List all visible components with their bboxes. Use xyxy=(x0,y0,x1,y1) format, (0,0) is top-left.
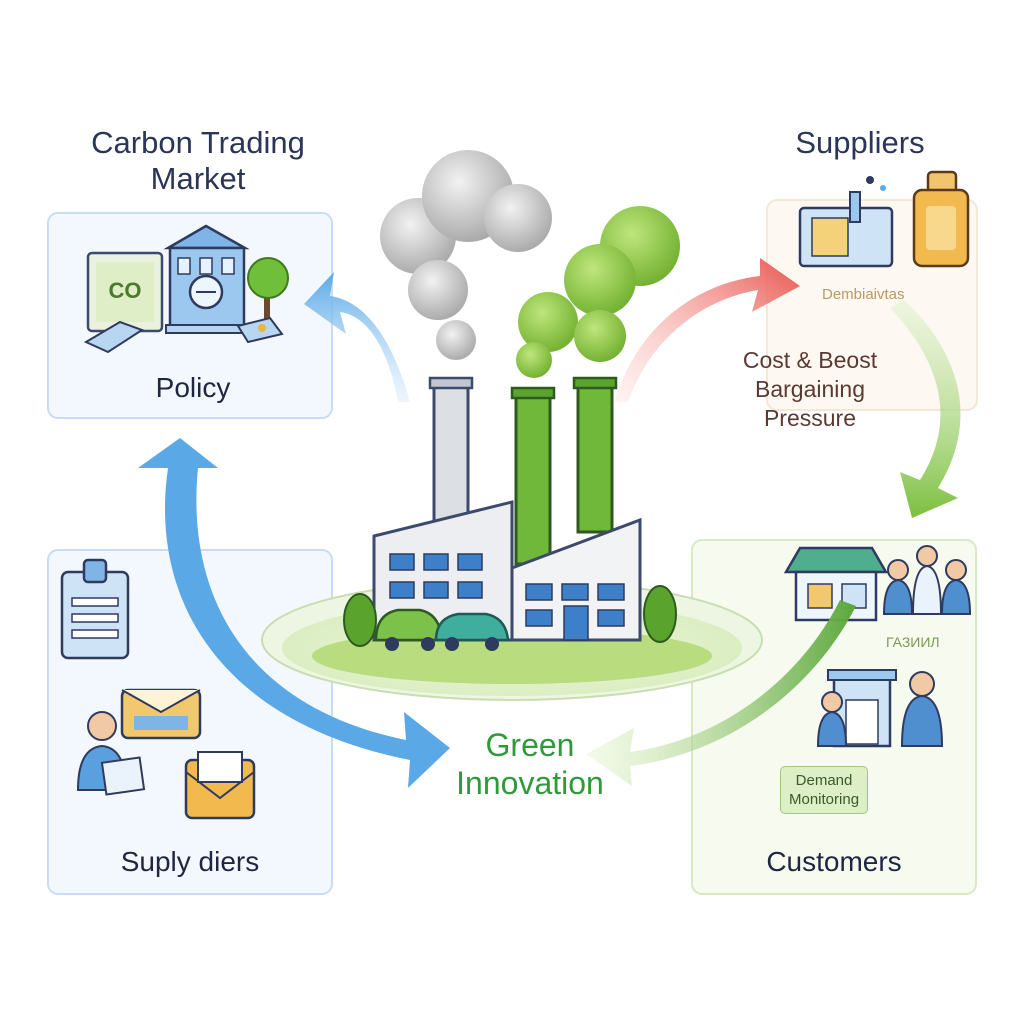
suppliers-panel xyxy=(766,170,978,411)
jar-icon xyxy=(912,170,970,268)
customers-faded-tag: ГАЗИИЛ xyxy=(886,634,940,650)
clipboard-icon xyxy=(60,558,130,660)
package-icon xyxy=(120,688,202,740)
arrow-to-customers xyxy=(890,300,961,518)
factory-building-icon xyxy=(372,500,642,642)
chimney-grey-icon xyxy=(428,376,474,532)
factory-illustration xyxy=(261,150,763,701)
tree-icon xyxy=(247,257,289,320)
government-building-icon xyxy=(163,224,250,334)
document-icon xyxy=(83,320,145,354)
green-smoke-icon xyxy=(516,206,680,378)
person-icon xyxy=(76,711,146,796)
suppliers-faded-tag: Dembiaivtas xyxy=(822,286,905,303)
arrow-to-suppliers xyxy=(614,258,800,402)
policy-label: Policy xyxy=(155,372,231,403)
storefront-icon xyxy=(827,669,897,748)
arrow-to-innovation xyxy=(586,600,856,786)
suppliers-title: Suppliers xyxy=(795,125,925,160)
customer-person-icon xyxy=(816,671,944,747)
pressure-label: Cost & Beost Bargaining Pressure xyxy=(742,347,878,431)
supply-left-panel xyxy=(47,549,333,895)
bush-icon xyxy=(343,585,677,647)
envelope-icon xyxy=(184,751,256,820)
supply-left-label: Suply diers xyxy=(120,846,260,877)
carbon-market-panel xyxy=(47,212,333,419)
arrow-loop-left xyxy=(138,438,450,788)
co-label: CO xyxy=(108,278,142,303)
grey-smoke-icon xyxy=(380,150,552,360)
arrow-to-policy xyxy=(304,272,410,402)
customers-label: Customers xyxy=(766,846,902,877)
supply-machine-icon xyxy=(798,176,894,268)
customers-panel xyxy=(691,539,977,895)
carbon-market-title: Carbon Trading Market xyxy=(91,125,305,196)
green-innovation-label: Green Innovation xyxy=(456,727,604,801)
car-icon xyxy=(374,608,510,651)
demand-monitoring-badge: Demand Monitoring xyxy=(780,766,869,814)
shop-icon xyxy=(783,546,889,622)
customer-group-icon xyxy=(882,545,972,615)
chimney-green-icon xyxy=(510,376,618,566)
